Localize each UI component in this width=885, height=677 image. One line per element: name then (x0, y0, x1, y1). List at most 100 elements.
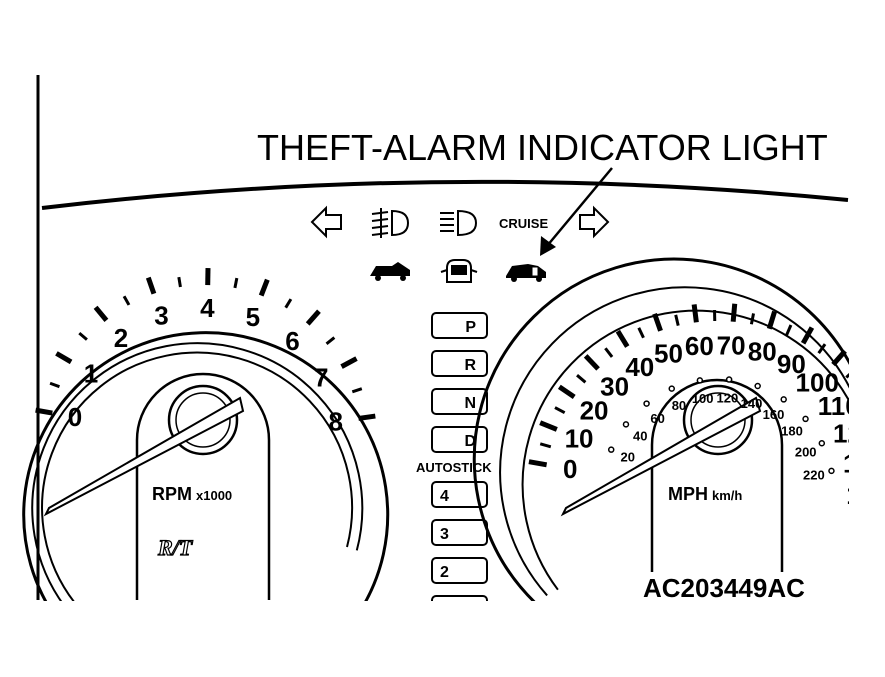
speedo-tick (554, 406, 566, 415)
tach-numeral: 6 (285, 326, 299, 356)
tach-center-housing (135, 372, 271, 600)
kmh-numeral: 80 (672, 398, 686, 413)
gear-2-box (431, 557, 488, 584)
mph-numeral: 40 (625, 352, 654, 382)
tach-tick (177, 276, 182, 288)
tach-scale-band-inner (41, 351, 354, 603)
gear-d-box (431, 426, 488, 453)
kmh-dot (802, 415, 809, 423)
mph-numeral: 0 (563, 454, 577, 484)
speedo-tick (817, 343, 827, 354)
speedo-tick (831, 349, 847, 367)
kmh-numeral: 200 (795, 444, 817, 459)
kmh-dot (622, 421, 630, 428)
speedo-tick (539, 442, 552, 449)
right-edge-mask (849, 180, 885, 677)
speedo-outer-rim (472, 257, 876, 604)
tach-tick (340, 356, 358, 369)
gear-4-box (431, 481, 488, 508)
bottom-edge-mask (0, 601, 885, 677)
tach-numeral: 0 (68, 402, 82, 432)
gear-p-label: P (465, 319, 476, 336)
kmh-dot (818, 439, 826, 447)
speedo-needle (560, 396, 762, 517)
tach-tick (325, 336, 336, 345)
gear-2-label: 2 (440, 564, 449, 581)
tach-tick (233, 277, 239, 289)
turn-right-icon (579, 205, 610, 239)
speedo-tick (691, 304, 699, 323)
figure-code: AC203449AC (643, 573, 805, 603)
mph-numeral: 50 (654, 338, 683, 368)
speedo-tick (539, 420, 558, 432)
speedo-tick (749, 313, 755, 325)
cluster-top-edge (41, 179, 849, 210)
speedo-scale-band-outer (499, 286, 872, 597)
speedo-tick (800, 326, 815, 345)
autostick-label: AUTOSTICK (416, 460, 492, 475)
theft-alarm-indicator-icon (506, 264, 546, 282)
gear-d-label: D (464, 433, 476, 450)
tach-numeral: 4 (200, 293, 215, 323)
gear-3-label: 3 (440, 526, 449, 543)
callout-leader-line (546, 167, 613, 247)
tach-needle (43, 396, 245, 517)
mph-numeral: 10 (565, 423, 594, 453)
fog-light-icon (371, 208, 410, 238)
tach-tick (145, 276, 157, 295)
kmh-dot (780, 396, 787, 403)
kmh-dot (828, 467, 835, 475)
speedo-tick (583, 354, 600, 371)
tach-tick (78, 331, 88, 341)
callout-arrowhead (540, 236, 556, 256)
kmh-numeral: 140 (741, 396, 763, 411)
tach-needle-hub-inner (175, 392, 231, 448)
tach-tick (351, 387, 363, 394)
speedo-tick (730, 303, 738, 322)
kmh-numeral: 20 (621, 450, 635, 465)
speedo-needle-hub-inner (690, 392, 746, 448)
rt-badge: R/T (157, 535, 194, 560)
kmh-dot (696, 377, 704, 384)
tach-tick (122, 295, 131, 306)
tach-tick (284, 298, 293, 309)
gear-r-box (431, 350, 488, 377)
speedo-tick (637, 327, 645, 339)
tach-numeral: 1 (84, 359, 98, 389)
mph-numeral: 30 (600, 371, 629, 401)
kmh-dot (607, 446, 615, 453)
kmh-numeral: 220 (803, 468, 825, 483)
callout-label: THEFT-ALARM INDICATOR LIGHT (257, 127, 828, 168)
speedo-tick (576, 374, 587, 384)
tach-scale-band-outer (31, 342, 364, 607)
gear-r-label: R (464, 357, 476, 374)
figure-code-background (640, 572, 830, 604)
tach-numeral: 3 (154, 300, 168, 330)
tach-outer-rim (22, 331, 390, 623)
kmh-numeral: 160 (763, 407, 785, 422)
speedo-center-housing (650, 378, 784, 600)
mph-numeral: 80 (748, 337, 777, 367)
headlight-high-beam-icon (440, 209, 478, 237)
tach-numeral: 2 (114, 323, 128, 353)
kmh-dot (754, 382, 761, 390)
kmh-numeral: 180 (781, 424, 803, 439)
tach-tick (55, 351, 73, 365)
mph-numeral: 100 (796, 368, 839, 398)
cruise-indicator: CRUISE (499, 216, 548, 231)
speedo-tick (652, 312, 663, 332)
trunk-ajar-icon (370, 262, 410, 281)
kmh-dot (725, 376, 733, 383)
tach-numeral: 5 (246, 302, 260, 332)
speedo-tick (604, 347, 614, 358)
speedo-tick (528, 459, 548, 468)
tach-numeral: 8 (328, 407, 342, 437)
tach-tick (49, 381, 60, 389)
gear-4-label: 4 (440, 488, 449, 505)
tach-numeral: 7 (314, 363, 328, 393)
